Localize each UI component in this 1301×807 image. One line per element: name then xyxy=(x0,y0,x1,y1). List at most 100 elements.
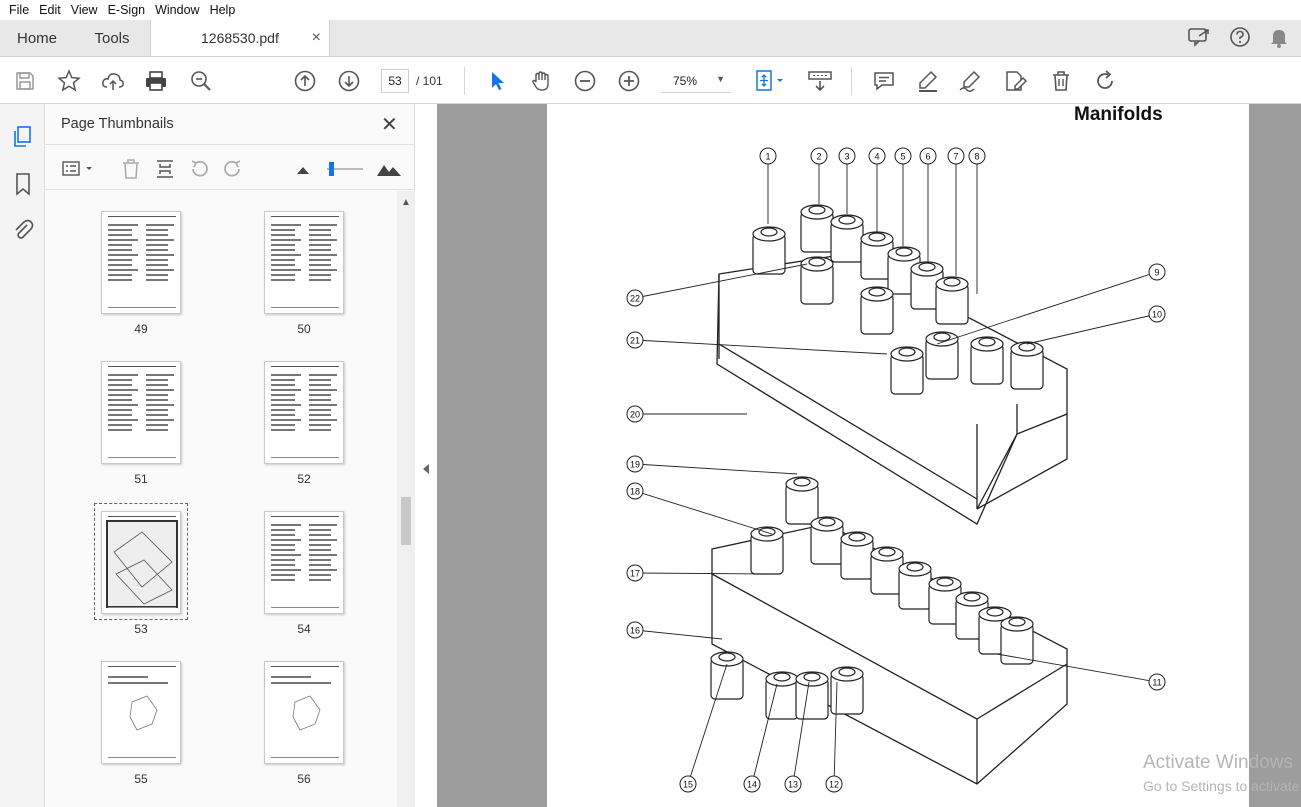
highlight-pen-icon[interactable] xyxy=(915,68,941,94)
page-thumbnail[interactable] xyxy=(264,211,344,314)
page-thumbnail[interactable] xyxy=(264,511,344,614)
menu-window[interactable]: Window xyxy=(155,3,200,17)
page-thumbnail[interactable] xyxy=(101,361,181,464)
zoom-search-icon[interactable] xyxy=(188,68,214,94)
select-cursor-icon[interactable] xyxy=(484,68,510,94)
thumbnail-options-icon[interactable] xyxy=(59,157,99,181)
rotate-redo-icon[interactable] xyxy=(1092,68,1118,94)
current-page-input[interactable]: 53 xyxy=(381,69,409,93)
part-callout: 22 xyxy=(626,263,808,307)
page-thumbnails-icon[interactable] xyxy=(10,124,36,150)
valve-cartridge xyxy=(910,261,944,310)
sign-pen-icon[interactable] xyxy=(958,68,984,94)
rotate-right-icon[interactable] xyxy=(221,157,245,181)
main-area: Page Thumbnails ✕ xyxy=(0,104,1301,807)
part-callout: 6 xyxy=(919,147,937,262)
next-page-icon[interactable] xyxy=(336,68,362,94)
help-icon[interactable] xyxy=(1229,26,1251,51)
bookmarks-icon[interactable] xyxy=(10,171,36,197)
save-icon[interactable] xyxy=(12,68,38,94)
delete-page-icon[interactable] xyxy=(119,157,143,181)
menu-file[interactable]: File xyxy=(9,3,30,17)
tabbar-actions xyxy=(1187,20,1289,57)
tab-close-button[interactable]: × xyxy=(311,29,321,46)
part-callout: 2 xyxy=(810,147,828,204)
callout-number: 17 xyxy=(630,569,640,579)
thumbnail-page-number: 51 xyxy=(134,472,148,486)
hand-pan-icon[interactable] xyxy=(528,68,554,94)
part-callout: 1 xyxy=(759,147,777,224)
zoom-in-icon[interactable] xyxy=(616,68,642,94)
callout-number: 16 xyxy=(630,626,640,636)
callout-number: 6 xyxy=(925,152,930,162)
part-callout: 16 xyxy=(626,621,723,640)
delete-trash-icon[interactable] xyxy=(1048,68,1074,94)
page-thumbnail[interactable] xyxy=(264,661,344,764)
fit-page-icon[interactable] xyxy=(752,68,788,94)
notifications-bell-icon[interactable] xyxy=(1269,26,1289,51)
valve-cartridges xyxy=(710,204,1044,720)
part-callout: 13 xyxy=(784,681,810,793)
zoom-level-select[interactable]: 75% ▼ xyxy=(661,69,731,93)
page-thumbnail[interactable] xyxy=(101,211,181,314)
callout-number: 15 xyxy=(683,780,693,790)
valve-cartridge xyxy=(1010,341,1044,390)
menu-help[interactable]: Help xyxy=(209,3,236,17)
panel-close-button[interactable]: ✕ xyxy=(381,114,398,136)
scroll-up-arrow-icon[interactable]: ▲ xyxy=(401,197,411,208)
callout-number: 9 xyxy=(1154,268,1159,278)
document-heading: Manifolds xyxy=(1074,104,1163,125)
tab-bar: Home Tools 1268530.pdf × xyxy=(0,20,1301,57)
callout-number: 21 xyxy=(630,336,640,346)
print-icon[interactable] xyxy=(143,68,169,94)
panel-splitter[interactable] xyxy=(415,104,437,807)
page-thumbnail[interactable] xyxy=(101,511,181,614)
chevron-down-icon: ▼ xyxy=(716,74,725,84)
callout-number: 12 xyxy=(829,780,839,790)
attachments-paperclip-icon[interactable] xyxy=(10,217,36,243)
callout-number: 5 xyxy=(900,152,905,162)
page-thumbnail[interactable] xyxy=(264,361,344,464)
scroll-mode-icon[interactable] xyxy=(806,68,834,94)
menu-view[interactable]: View xyxy=(70,3,98,17)
scrollbar-thumb[interactable] xyxy=(401,497,411,545)
page-thumbnail[interactable] xyxy=(101,661,181,764)
thumbnail-scrollbar[interactable]: ▲ xyxy=(397,191,415,807)
tab-home[interactable]: Home xyxy=(16,29,57,47)
part-callout: 5 xyxy=(894,147,912,246)
upload-cloud-icon[interactable] xyxy=(100,68,126,94)
comment-icon[interactable] xyxy=(871,68,897,94)
valve-cartridge xyxy=(710,651,744,700)
menu-bar: File Edit View E-Sign Window Help xyxy=(0,0,1301,20)
part-callout: 15 xyxy=(679,663,728,793)
activation-watermark-title: Activate Windows xyxy=(1143,752,1293,773)
callout-number: 2 xyxy=(816,152,821,162)
edit-document-icon[interactable] xyxy=(1003,68,1029,94)
part-callout: 12 xyxy=(825,681,843,793)
previous-page-icon[interactable] xyxy=(292,68,318,94)
thumbnail-page-number: 54 xyxy=(297,622,311,636)
callout-number: 22 xyxy=(630,294,640,304)
collapse-panel-arrow-icon[interactable] xyxy=(423,464,429,474)
valve-cartridge xyxy=(1000,616,1034,665)
rotate-left-icon[interactable] xyxy=(187,157,211,181)
menu-esign[interactable]: E-Sign xyxy=(107,3,146,17)
selected-thumbnail-frame xyxy=(94,503,188,620)
bookmark-star-icon[interactable] xyxy=(56,68,82,94)
tab-tools[interactable]: Tools xyxy=(94,29,130,47)
thumbnail-larger-icon[interactable] xyxy=(375,157,403,181)
zoom-out-icon[interactable] xyxy=(572,68,598,94)
share-screen-icon[interactable] xyxy=(1187,26,1211,51)
main-toolbar: 53 / 101 75% ▼ xyxy=(0,57,1301,104)
thumbnail-size-slider[interactable] xyxy=(325,157,365,181)
menu-edit[interactable]: Edit xyxy=(39,3,61,17)
thumbnail-page-number: 53 xyxy=(134,622,148,636)
valve-cartridge xyxy=(810,516,844,565)
tab-document[interactable]: 1268530.pdf × xyxy=(150,20,330,56)
extract-pages-icon[interactable] xyxy=(153,157,177,181)
thumbnail-smaller-icon[interactable] xyxy=(291,157,315,181)
callout-number: 18 xyxy=(630,487,640,497)
thumbnail-page-number: 56 xyxy=(297,772,311,786)
